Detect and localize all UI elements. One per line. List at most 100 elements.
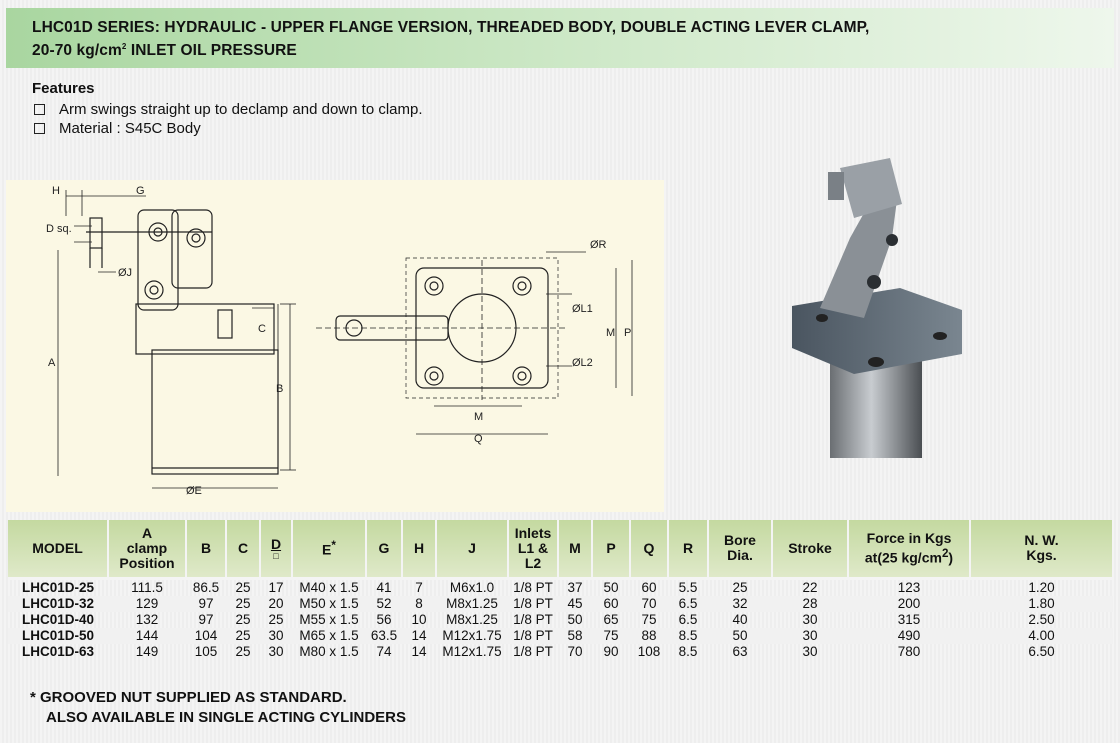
table-cell: 30 [802,643,818,659]
table-cell: 4.00 [970,627,1113,644]
table-cell: 8 [402,595,436,612]
table-cell: 132 [135,611,159,627]
col-q: Q [630,520,669,580]
table-cell: 41 [376,579,392,595]
col-e: E* [292,520,367,580]
col-g: G [366,520,403,580]
checkbox-bullet-icon [34,123,45,134]
table-cell: 6.5 [678,611,698,627]
table-cell: 30 [260,627,292,644]
clamp-bolt [89,217,103,249]
table-cell: 63 [732,643,748,659]
table-cell: 86.5 [192,579,220,595]
table-cell: 45 [558,595,592,612]
col-c: C [226,520,261,580]
table-cell: 144 [108,627,186,644]
table-cell: 70 [567,643,583,659]
dim-label-g: G [136,185,145,197]
table-cell: 25 [226,595,260,612]
table-cell: 25 [732,579,748,595]
table-cell: 8.5 [678,643,698,659]
checkbox-bullet-icon [34,104,45,115]
table-cell: M6x1.0 [449,579,495,595]
table-cell: 25 [235,643,251,659]
table-cell: 97 [186,595,226,612]
table-cell: 97 [198,611,214,627]
table-cell: 315 [897,611,921,627]
table-cell: 52 [366,595,402,612]
table-cell: 25 [235,611,251,627]
table-cell: 30 [772,627,848,644]
table-cell: 30 [268,643,284,659]
table-cell: 200 [848,595,970,612]
footnote-line-1: * GROOVED NUT SUPPLIED AS STANDARD. [30,689,347,706]
table-cell: 1/8 PT [508,627,558,644]
dim-label-h: H [52,185,60,197]
table-cell: 129 [108,595,186,612]
cell-model: LHC01D-63 [21,643,95,659]
table-cell: 75 [592,627,630,644]
table-cell: 5.5 [678,579,698,595]
table-cell: 6.50 [1028,643,1055,659]
col-r: R [668,520,709,580]
table-cell: 14 [411,643,427,659]
footnote: * GROOVED NUT SUPPLIED AS STANDARD. ALSO… [30,688,406,728]
table-cell: 20 [260,595,292,612]
cell-model: LHC01D-50 [8,627,108,644]
table-cell: 63.5 [366,627,402,644]
table-cell: M40 x 1.5 [299,579,359,595]
table-cell: 1/8 PT [508,595,558,612]
table-cell: 74 [376,643,392,659]
dim-label-j: ØJ [118,267,132,279]
page-title: LHC01D SERIES: HYDRAULIC - UPPER FLANGE … [32,19,870,36]
table-cell: 104 [186,627,226,644]
cylinder-body [151,349,279,475]
table-cell: 60 [641,579,657,595]
table-cell: 25 [268,611,284,627]
lever-arm [137,209,179,311]
table-cell: 780 [897,643,921,659]
table-cell: 108 [637,643,661,659]
feature-item: Arm swings straight up to declamp and do… [34,100,423,119]
dim-label-l1: ØL1 [572,303,593,315]
table-cell: 58 [558,627,592,644]
col-j: J [436,520,509,580]
table-cell: 7 [415,579,423,595]
table-cell: 25 [235,579,251,595]
table-cell: 1/8 PT [513,643,553,659]
table-cell: 1.80 [970,595,1113,612]
table-cell: 56 [376,611,392,627]
table-cell: 8.5 [668,627,708,644]
col-m: M [558,520,593,580]
col-h: H [402,520,437,580]
table-cell: 2.50 [1028,611,1055,627]
table-cell: 1/8 PT [513,579,553,595]
col-b: B [186,520,227,580]
table-cell: 50 [567,611,583,627]
table-cell: 28 [772,595,848,612]
dim-label-m: M [474,411,483,423]
table-cell: M12x1.75 [436,627,508,644]
dim-label-q: Q [474,433,483,445]
dim-label-a: A [48,357,56,369]
table-cell: 50 [603,579,619,595]
table-cell: M8x1.25 [436,595,508,612]
dim-label-b: B [276,383,283,395]
dim-label-m-side: M [606,327,615,339]
table-cell: 111.5 [131,579,163,595]
table-cell: 40 [732,611,748,627]
table-cell: 10 [411,611,427,627]
technical-drawing: H G D sq. ØJ A C B ØE ØR ØL1 ØL2 M M P Q [6,180,664,512]
table-cell: 1/8 PT [513,611,553,627]
footnote-line-2: ALSO AVAILABLE IN SINGLE ACTING CYLINDER… [46,709,407,726]
